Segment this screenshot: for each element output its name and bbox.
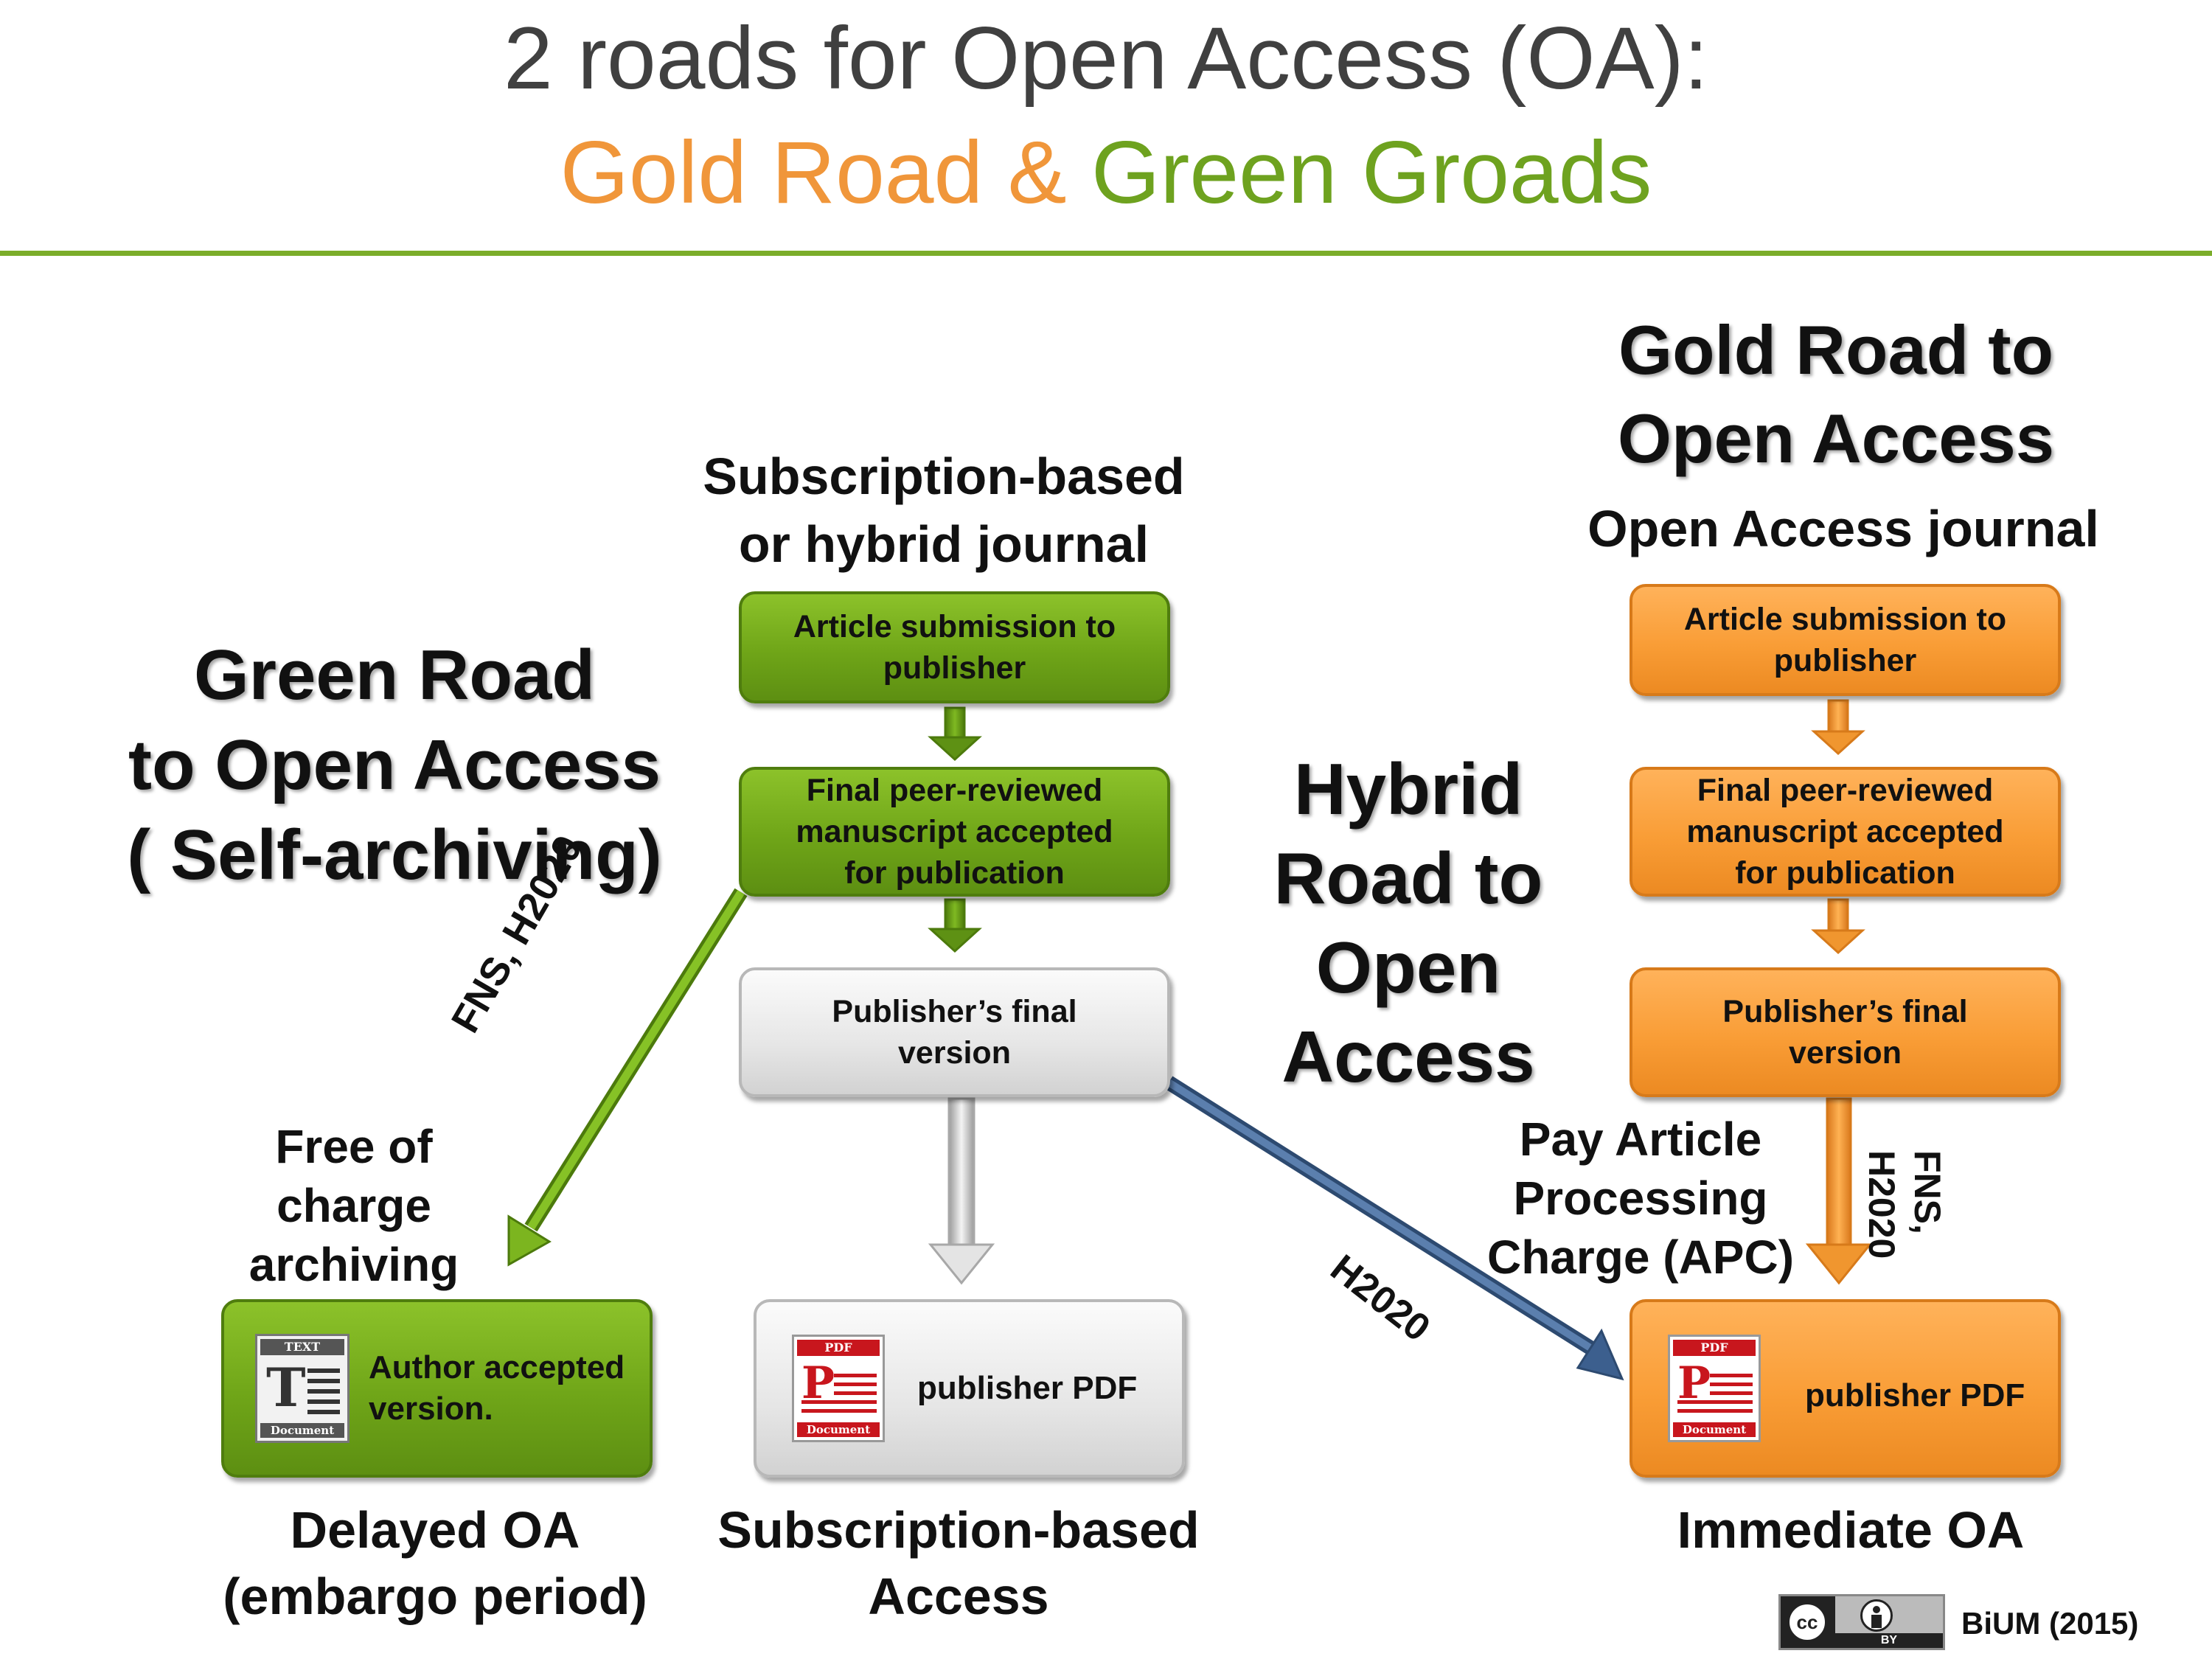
gold-step3-line1: Publisher’s final [1722, 994, 1968, 1029]
gold-step2-line3: for publication [1735, 855, 1955, 891]
gold-step1-line2: publisher [1773, 643, 1917, 678]
author-accepted-version-box: TEXT T Document Author accepted version. [221, 1299, 653, 1478]
free-archiving-label: Free of charge archiving [221, 1117, 487, 1294]
gold-step1-line1: Article submission to [1683, 602, 2007, 637]
text-doc-icon-top: TEXT [260, 1339, 344, 1355]
gold-step-submission: Article submission to publisher [1630, 584, 2061, 696]
delayed-oa-line2: (embargo period) [223, 1568, 647, 1625]
author-accepted-label: Author accepted version. [369, 1347, 625, 1430]
green-road-title-line1: Green Road [193, 636, 596, 714]
gold-step-manuscript: Final peer-reviewed manuscript accepted … [1630, 767, 2061, 897]
gold-funder-line2: H2020 [1861, 1150, 1902, 1259]
down-arrow-green-2 [928, 898, 982, 953]
gold-step-final-version: Publisher’s final version [1630, 967, 2061, 1097]
footer-credit: BiUM (2015) [1961, 1606, 2139, 1641]
hybrid-title-line3: Open [1315, 927, 1501, 1008]
title-green-part: Green Groads [1091, 123, 1652, 222]
pdf-icon-bottom: Document [1673, 1422, 1756, 1437]
title-ampersand: & [1007, 123, 1067, 222]
cc-logo-icon: cc [1787, 1601, 1828, 1643]
gold-step3-line2: version [1789, 1035, 1902, 1071]
subscription-step3-line2: version [898, 1035, 1011, 1071]
subscription-heading-line1: Subscription-based [703, 448, 1185, 505]
pdf-icon-top: PDF [1673, 1340, 1756, 1356]
subscription-journal-heading: Subscription-based or hybrid journal [649, 442, 1239, 578]
subscription-access-line1: Subscription-based [717, 1501, 1200, 1559]
subscription-access-line2: Access [868, 1568, 1049, 1625]
author-accepted-line2: version. [369, 1391, 493, 1427]
cc-by-license-badge: cc BY [1778, 1594, 1945, 1650]
subscription-access-caption: Subscription-based Access [664, 1497, 1253, 1630]
free-archiving-line1: Free of [275, 1120, 433, 1173]
subscription-step-submission: Article submission to publisher [739, 591, 1170, 703]
subscription-arrow [928, 1097, 995, 1285]
gold-funder-label: FNS, H2020 [1859, 1150, 1950, 1259]
by-label: BY [1835, 1633, 1943, 1648]
subscription-heading-line2: or hybrid journal [738, 515, 1150, 573]
text-document-icon: TEXT T Document [255, 1334, 349, 1443]
delayed-oa-line1: Delayed OA [290, 1501, 580, 1559]
by-attribution-icon: BY [1835, 1596, 1943, 1648]
gold-step2-line2: manuscript accepted [1686, 814, 2004, 849]
down-arrow-orange-2 [1811, 898, 1865, 955]
gold-funder-line1: FNS, [1907, 1150, 1948, 1234]
subscription-publisher-pdf-box: PDF P Document publisher PDF [754, 1299, 1185, 1478]
apc-line1: Pay Article [1519, 1113, 1762, 1166]
hybrid-road-title: Hybrid Road to Open Access [1239, 745, 1578, 1102]
subscription-step2-line3: for publication [844, 855, 1065, 891]
title-gold-part: Gold Road [560, 123, 984, 222]
oa-journal-heading: Open Access journal [1587, 500, 2099, 557]
pdf-icon-letter: P [1677, 1357, 1711, 1409]
gold-publisher-pdf-box: PDF P Document publisher PDF [1630, 1299, 2061, 1478]
text-doc-icon-bottom: Document [260, 1423, 344, 1438]
text-doc-icon-letter: T [266, 1356, 306, 1419]
green-road-title-line2: to Open Access [128, 726, 661, 804]
pdf-icon-top: PDF [797, 1340, 880, 1356]
pdf-document-icon: PDF P Document [1668, 1335, 1761, 1442]
subscription-step-final-version: Publisher’s final version [739, 967, 1170, 1097]
gold-title-line1: Gold Road to [1618, 311, 2054, 389]
apc-arrow [1805, 1097, 1873, 1285]
gold-pdf-label: publisher PDF [1805, 1377, 2025, 1413]
subscription-step1-line2: publisher [883, 650, 1026, 686]
gold-road-title: Gold Road to Open Access [1556, 306, 2116, 483]
slide-title-line1: 2 roads for Open Access (OA): [503, 9, 1708, 108]
free-archiving-line3: archiving [248, 1238, 459, 1291]
hybrid-road-arrow [1164, 1076, 1624, 1381]
delayed-oa-caption: Delayed OA (embargo period) [177, 1497, 693, 1630]
pdf-document-icon: PDF P Document [792, 1335, 885, 1442]
subscription-step2-line1: Final peer-reviewed [806, 773, 1103, 808]
gold-title-line2: Open Access [1617, 400, 2055, 477]
subscription-step-manuscript: Final peer-reviewed manuscript accepted … [739, 767, 1170, 897]
free-archiving-line2: charge [276, 1179, 431, 1232]
apc-line3: Charge (APC) [1486, 1231, 1795, 1284]
subscription-step2-line2: manuscript accepted [796, 814, 1113, 849]
author-accepted-line1: Author accepted [369, 1349, 625, 1385]
apc-label: Pay Article Processing Charge (APC) [1467, 1110, 1814, 1287]
title-divider [0, 251, 2212, 256]
subscription-step1-line1: Article submission to [793, 609, 1116, 644]
hybrid-title-line2: Road to [1273, 838, 1543, 919]
slide-title-line2: Gold Road & Green Groads [0, 122, 2212, 223]
green-road-title-line3: ( Self-archiving) [127, 815, 662, 894]
down-arrow-green-1 [928, 706, 982, 762]
pdf-icon-letter: P [801, 1357, 835, 1409]
subscription-step3-line1: Publisher’s final [832, 994, 1077, 1029]
green-road-title: Green Road to Open Access ( Self-archivi… [88, 630, 700, 900]
pdf-icon-bottom: Document [797, 1422, 880, 1437]
immediate-oa-caption: Immediate OA [1677, 1501, 2025, 1559]
subscription-pdf-label: publisher PDF [917, 1370, 1138, 1406]
apc-line2: Processing [1513, 1172, 1768, 1225]
green-road-arrow [507, 888, 748, 1267]
hybrid-title-line4: Access [1281, 1016, 1535, 1097]
gold-step2-line1: Final peer-reviewed [1697, 773, 1994, 808]
down-arrow-orange-1 [1811, 699, 1865, 756]
hybrid-title-line1: Hybrid [1293, 748, 1523, 830]
